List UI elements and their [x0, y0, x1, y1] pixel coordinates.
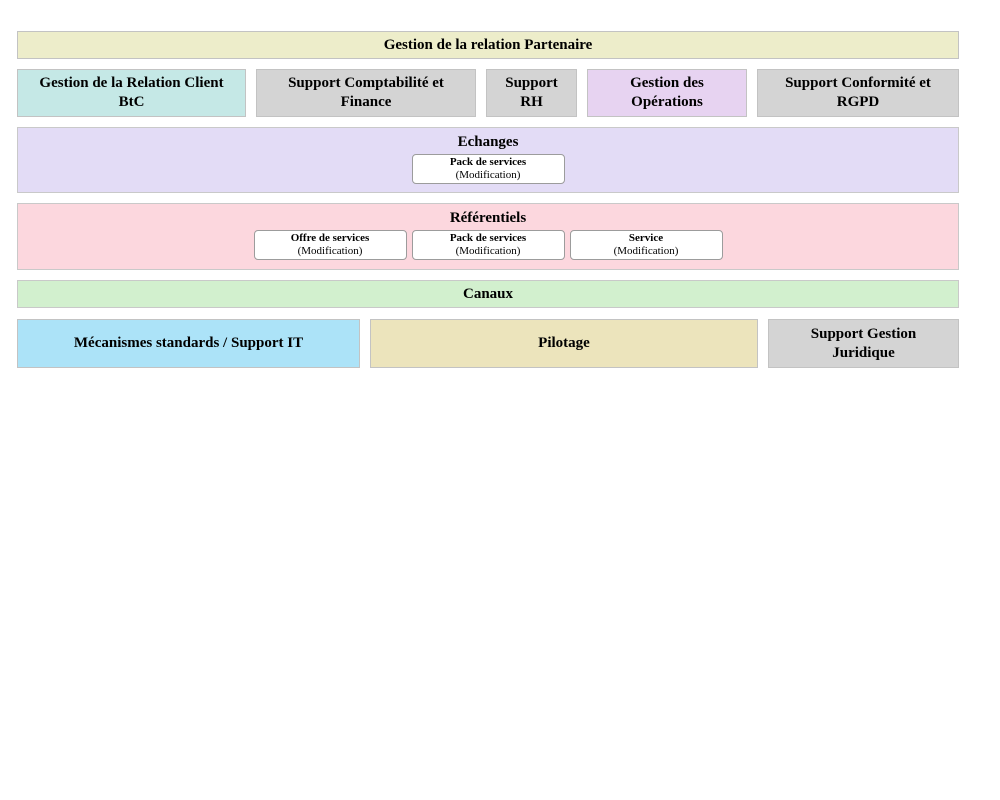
- block-gestion-relation-client-btc: Gestion de la Relation Client BtC: [17, 69, 246, 117]
- node-pack-de-services-modification[interactable]: Pack de services (Modification): [411, 154, 565, 184]
- title-bar-label: Gestion de la relation Partenaire: [383, 36, 593, 53]
- node-name: Service: [628, 232, 664, 244]
- referentiels-node-row: Offre de services (Modification) Pack de…: [18, 230, 958, 260]
- node-action: (Modification): [455, 245, 521, 257]
- bottom-row: Mécanismes standards / Support IT Pilota…: [17, 319, 959, 368]
- block-label: Gestion de la Relation Client BtC: [39, 75, 224, 110]
- node-action: (Modification): [297, 245, 363, 257]
- block-label: Support Conformité et RGPD: [785, 75, 931, 110]
- block-gestion-des-operations: Gestion des Opérations: [587, 69, 747, 117]
- block-support-conformite-rgpd: Support Conformité et RGPD: [757, 69, 959, 117]
- section-echanges-title: Echanges: [457, 134, 519, 150]
- block-label: Mécanismes standards / Support IT: [73, 335, 304, 351]
- node-service-modification[interactable]: Service (Modification): [569, 230, 723, 260]
- block-label: Pilotage: [538, 335, 590, 351]
- block-support-comptabilite-finance: Support Comptabilité et Finance: [256, 69, 476, 117]
- echanges-node-row: Pack de services (Modification): [18, 154, 958, 184]
- node-pack-de-services-modification[interactable]: Pack de services (Modification): [411, 230, 565, 260]
- capability-map: Gestion de la relation Partenaire Gestio…: [17, 31, 959, 368]
- node-offre-de-services-modification[interactable]: Offre de services (Modification): [253, 230, 407, 260]
- node-name: Pack de services: [449, 232, 527, 244]
- section-echanges: Echanges Pack de services (Modification): [17, 127, 959, 193]
- domain-row: Gestion de la Relation Client BtC Suppor…: [17, 69, 959, 117]
- section-referentiels-title: Référentiels: [449, 210, 527, 226]
- node-name: Pack de services: [449, 156, 527, 168]
- block-mecanismes-standards-support-it: Mécanismes standards / Support IT: [17, 319, 360, 368]
- section-canaux: Canaux: [17, 280, 959, 308]
- section-canaux-title: Canaux: [462, 285, 514, 302]
- node-name: Offre de services: [290, 232, 370, 244]
- title-bar-gestion-relation-partenaire: Gestion de la relation Partenaire: [17, 31, 959, 59]
- block-label: Support Gestion Juridique: [810, 325, 917, 361]
- block-label: Gestion des Opérations: [630, 75, 704, 110]
- block-support-rh: Support RH: [486, 69, 577, 117]
- block-support-gestion-juridique: Support Gestion Juridique: [768, 319, 959, 368]
- block-label: Support Comptabilité et Finance: [288, 75, 444, 110]
- section-referentiels: Référentiels Offre de services (Modifica…: [17, 203, 959, 270]
- block-label: Support RH: [505, 75, 558, 110]
- node-action: (Modification): [613, 245, 679, 257]
- node-action: (Modification): [455, 169, 521, 181]
- block-pilotage: Pilotage: [370, 319, 758, 368]
